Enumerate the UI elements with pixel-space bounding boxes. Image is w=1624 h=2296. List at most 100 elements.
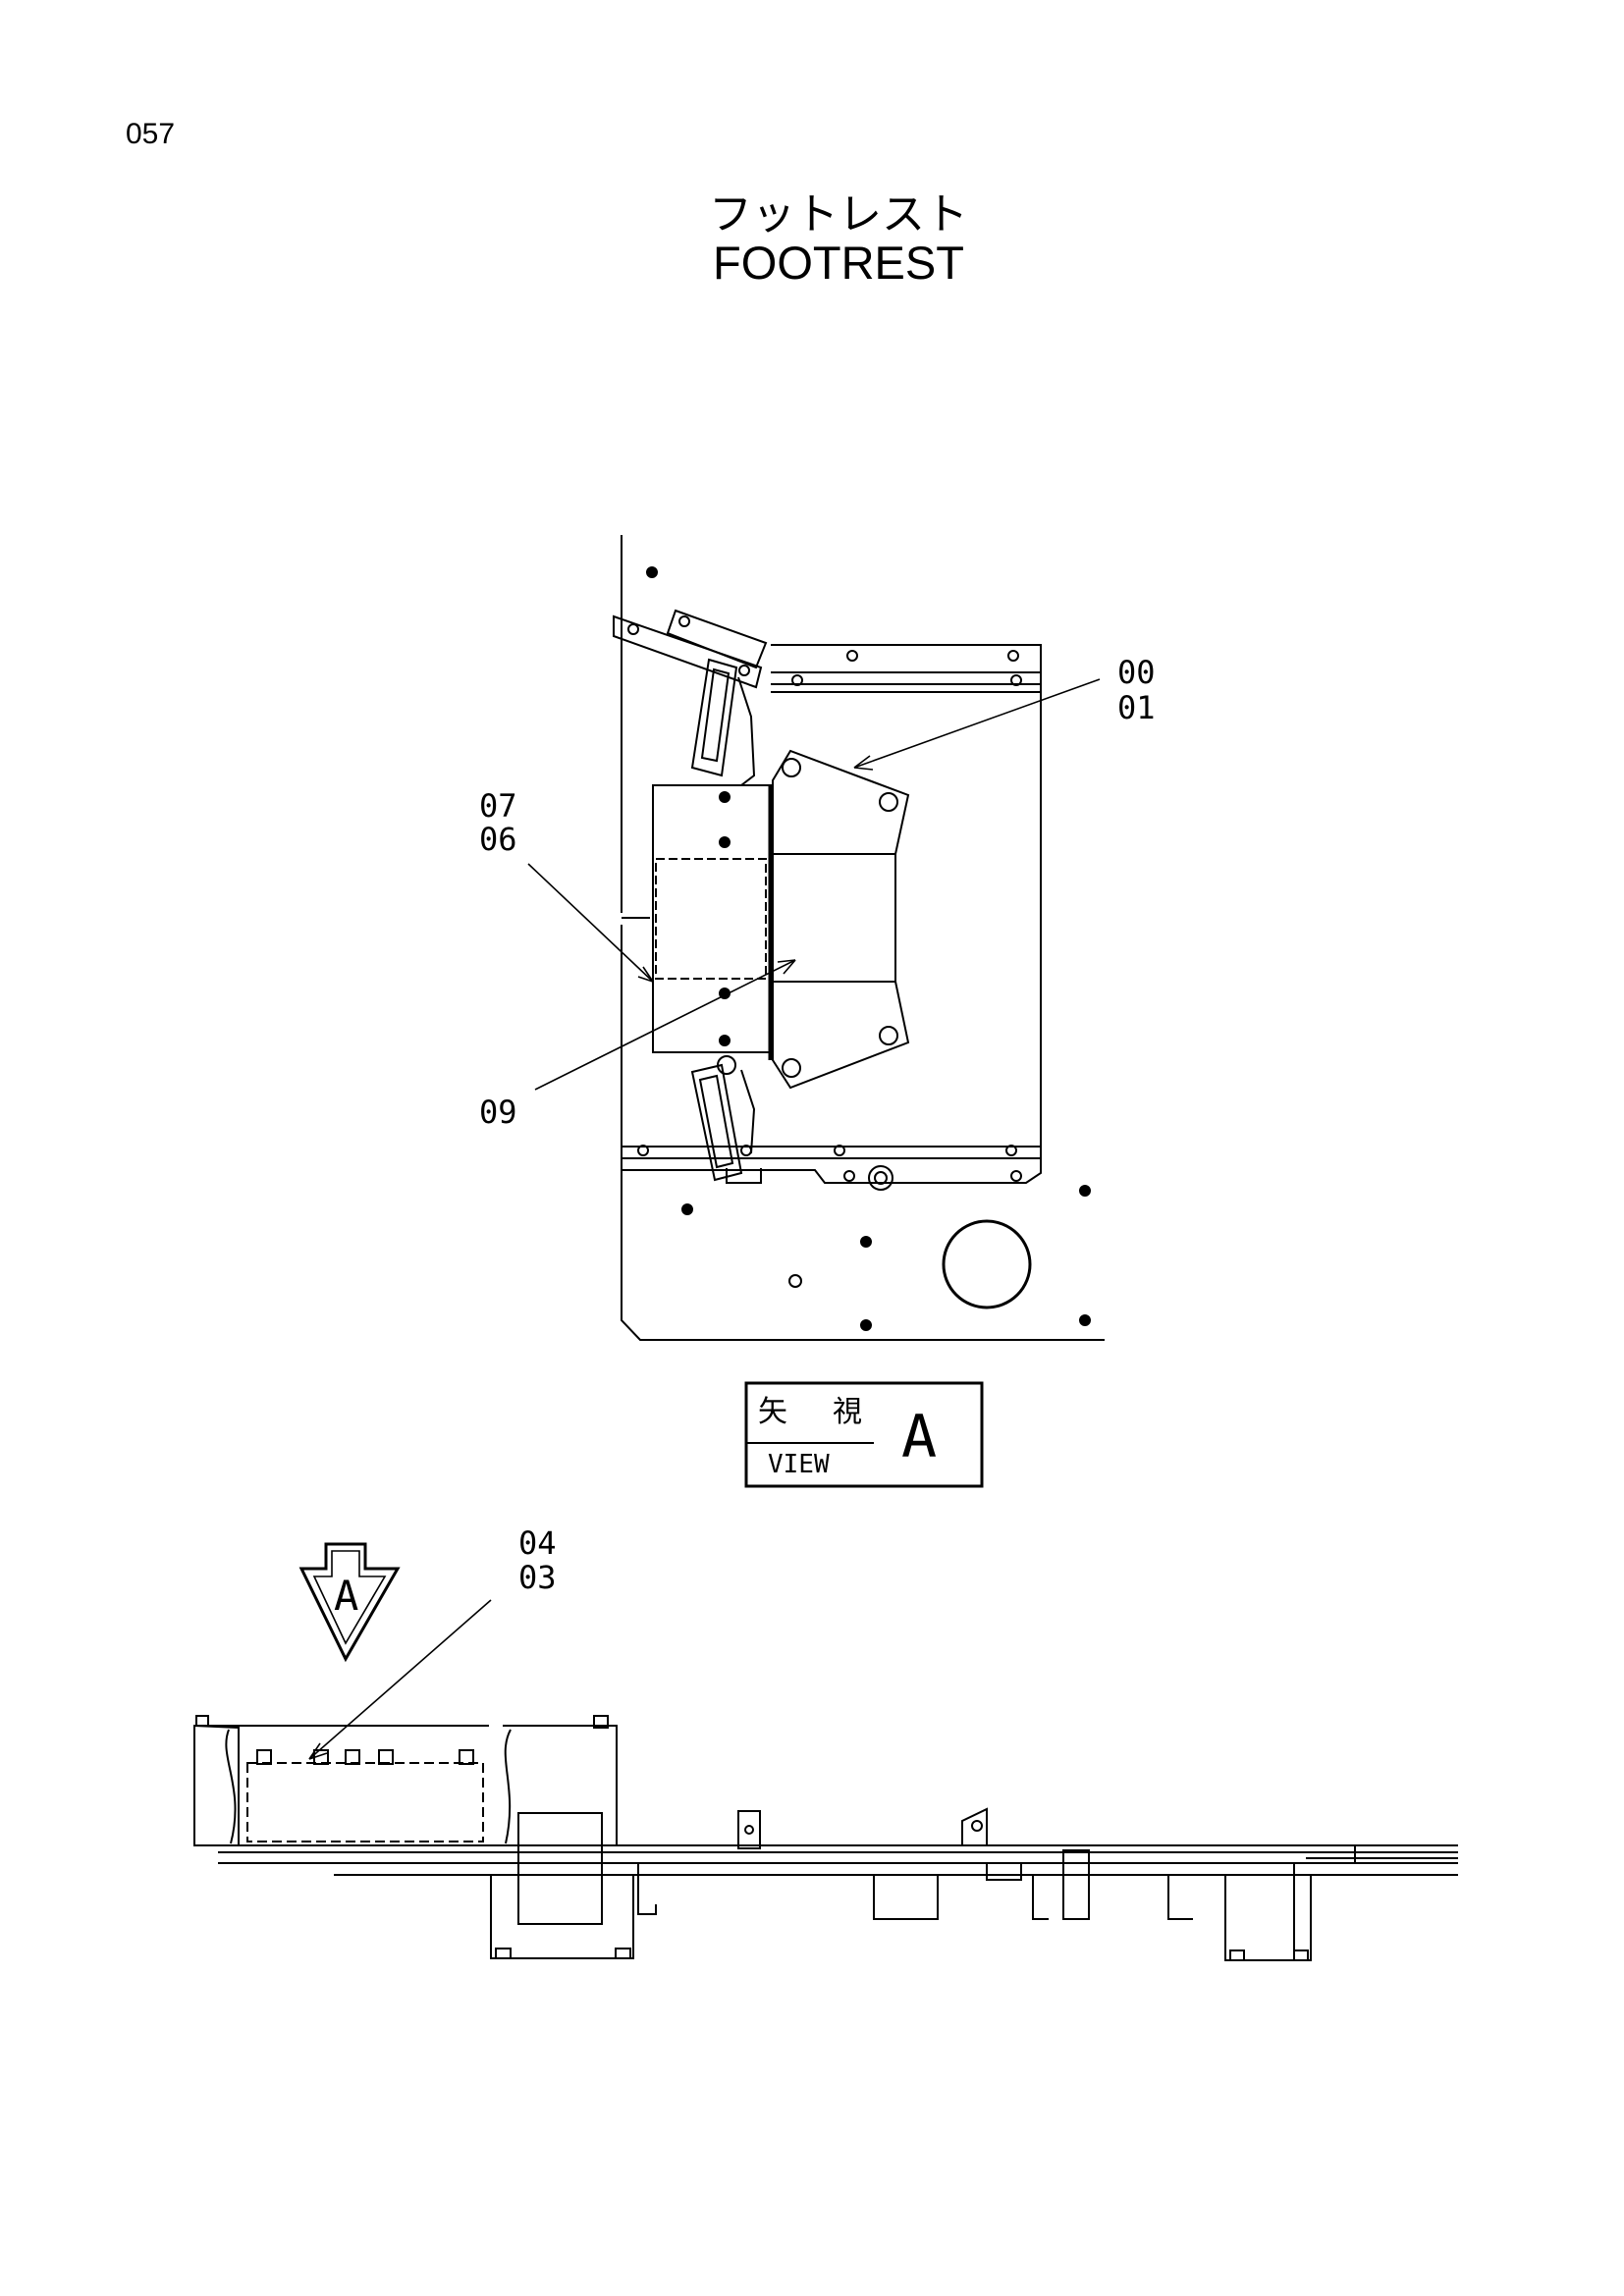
footrest xyxy=(772,749,910,1090)
upper-bracket-top xyxy=(666,609,768,669)
bolt xyxy=(719,1035,731,1046)
bolt xyxy=(719,791,731,803)
center-block xyxy=(503,1725,618,1845)
view-label-box: 矢 視 VIEW A xyxy=(744,1381,984,1488)
left-pillar xyxy=(193,1724,240,1846)
leader-lines-top xyxy=(527,678,1101,1091)
top-view-drawing xyxy=(613,535,1105,1341)
bolt xyxy=(860,1319,872,1331)
footrest-bolt xyxy=(782,1058,801,1078)
upper-pedal xyxy=(690,658,738,777)
right-end xyxy=(1288,1844,1356,1863)
bolt xyxy=(1079,1185,1091,1197)
lower-rail-step xyxy=(726,1168,762,1184)
lower-pedal-support xyxy=(740,1069,756,1154)
arrow-outline xyxy=(298,1542,401,1663)
rail-hole xyxy=(843,1170,855,1182)
clip xyxy=(637,1863,657,1915)
under-bracket xyxy=(1032,1875,1049,1920)
cover-clip xyxy=(459,1749,474,1765)
callout-09: 09 xyxy=(479,1094,517,1131)
callout-06: 06 xyxy=(479,821,517,858)
support-foot xyxy=(615,1948,631,1959)
lower-pedal xyxy=(690,1063,743,1182)
hole xyxy=(788,1274,802,1288)
left-pillar-break xyxy=(225,1729,237,1844)
arrowhead xyxy=(637,966,654,983)
floor-cover xyxy=(246,1762,484,1842)
bracket-hole xyxy=(627,623,639,635)
arrow-inner xyxy=(312,1550,387,1645)
bracket-hole xyxy=(738,665,750,676)
support-foot xyxy=(495,1948,512,1959)
leader-line-09 xyxy=(534,959,796,1091)
rail-hole xyxy=(791,674,803,686)
bracket xyxy=(961,1807,988,1845)
center-box xyxy=(517,1812,603,1925)
rail-hole xyxy=(1010,1170,1022,1182)
under-bracket xyxy=(1167,1875,1193,1920)
rail-hole xyxy=(740,1145,752,1156)
bolt xyxy=(681,1203,693,1215)
side-view-drawing xyxy=(193,1715,1458,1961)
drain-fitting xyxy=(868,1165,893,1191)
support-foot xyxy=(1293,1949,1309,1961)
view-label-jp-left: 矢 xyxy=(758,1395,787,1429)
right-support xyxy=(1224,1875,1312,1961)
page-title-japanese: フットレスト xyxy=(709,189,968,240)
leader-line-00-01 xyxy=(853,678,1101,769)
upper-pedal-inner xyxy=(700,667,731,763)
under-bar xyxy=(1062,1849,1090,1920)
callout-00: 00 xyxy=(1117,654,1156,691)
cover-clip xyxy=(256,1749,272,1765)
view-label-jp-right: 視 xyxy=(833,1395,862,1429)
rail-hole xyxy=(846,650,858,662)
leader-line-04-03 xyxy=(308,1599,492,1760)
center-support xyxy=(490,1875,634,1959)
footrest-bolt xyxy=(879,1026,898,1045)
support-foot xyxy=(1229,1949,1245,1961)
round-opening xyxy=(942,1219,1032,1309)
cover-clip xyxy=(345,1749,360,1765)
cover-clip xyxy=(378,1749,394,1765)
rail-hole xyxy=(637,1145,649,1156)
upper-bracket xyxy=(613,614,763,689)
center-block-break xyxy=(504,1729,512,1844)
callout-07: 07 xyxy=(479,787,517,825)
cover-plate xyxy=(652,784,772,1053)
under-bracket xyxy=(986,1863,1022,1881)
arrow-letter: A xyxy=(334,1572,358,1620)
upper-pedal-support xyxy=(737,676,756,786)
view-label-frame xyxy=(744,1381,984,1488)
view-direction-arrow: A xyxy=(298,1542,401,1663)
rail-hole xyxy=(1007,650,1019,662)
lower-rail xyxy=(622,1146,1042,1184)
rail-hole xyxy=(834,1145,845,1156)
arrowhead xyxy=(853,755,874,771)
bolt xyxy=(1079,1314,1091,1326)
post xyxy=(737,1810,761,1849)
right-end-lines xyxy=(1306,1851,1458,1859)
leader-line-07-06 xyxy=(527,863,654,983)
page-number: 057 xyxy=(126,118,176,150)
drain-fitting-inner xyxy=(874,1171,888,1185)
post-hole xyxy=(744,1825,754,1835)
floor-plate-outline xyxy=(621,925,1105,1341)
top-rail xyxy=(771,644,1042,693)
page-title: FOOTREST xyxy=(713,237,964,289)
pedal-pivot xyxy=(717,1055,736,1075)
callout-03: 03 xyxy=(518,1559,557,1596)
view-label-letter: A xyxy=(901,1403,937,1471)
arrowhead xyxy=(308,1742,328,1760)
callout-01: 01 xyxy=(1117,689,1156,726)
pillar-cap xyxy=(195,1715,209,1727)
footrest-bolt xyxy=(879,792,898,812)
lower-pedal-inner xyxy=(698,1074,734,1169)
rail-hole xyxy=(1005,1145,1017,1156)
bracket-hole xyxy=(971,1820,983,1832)
cover-plate-inner xyxy=(655,858,767,980)
bolt xyxy=(646,566,658,578)
callout-04: 04 xyxy=(518,1524,557,1562)
arrowhead xyxy=(777,959,796,975)
